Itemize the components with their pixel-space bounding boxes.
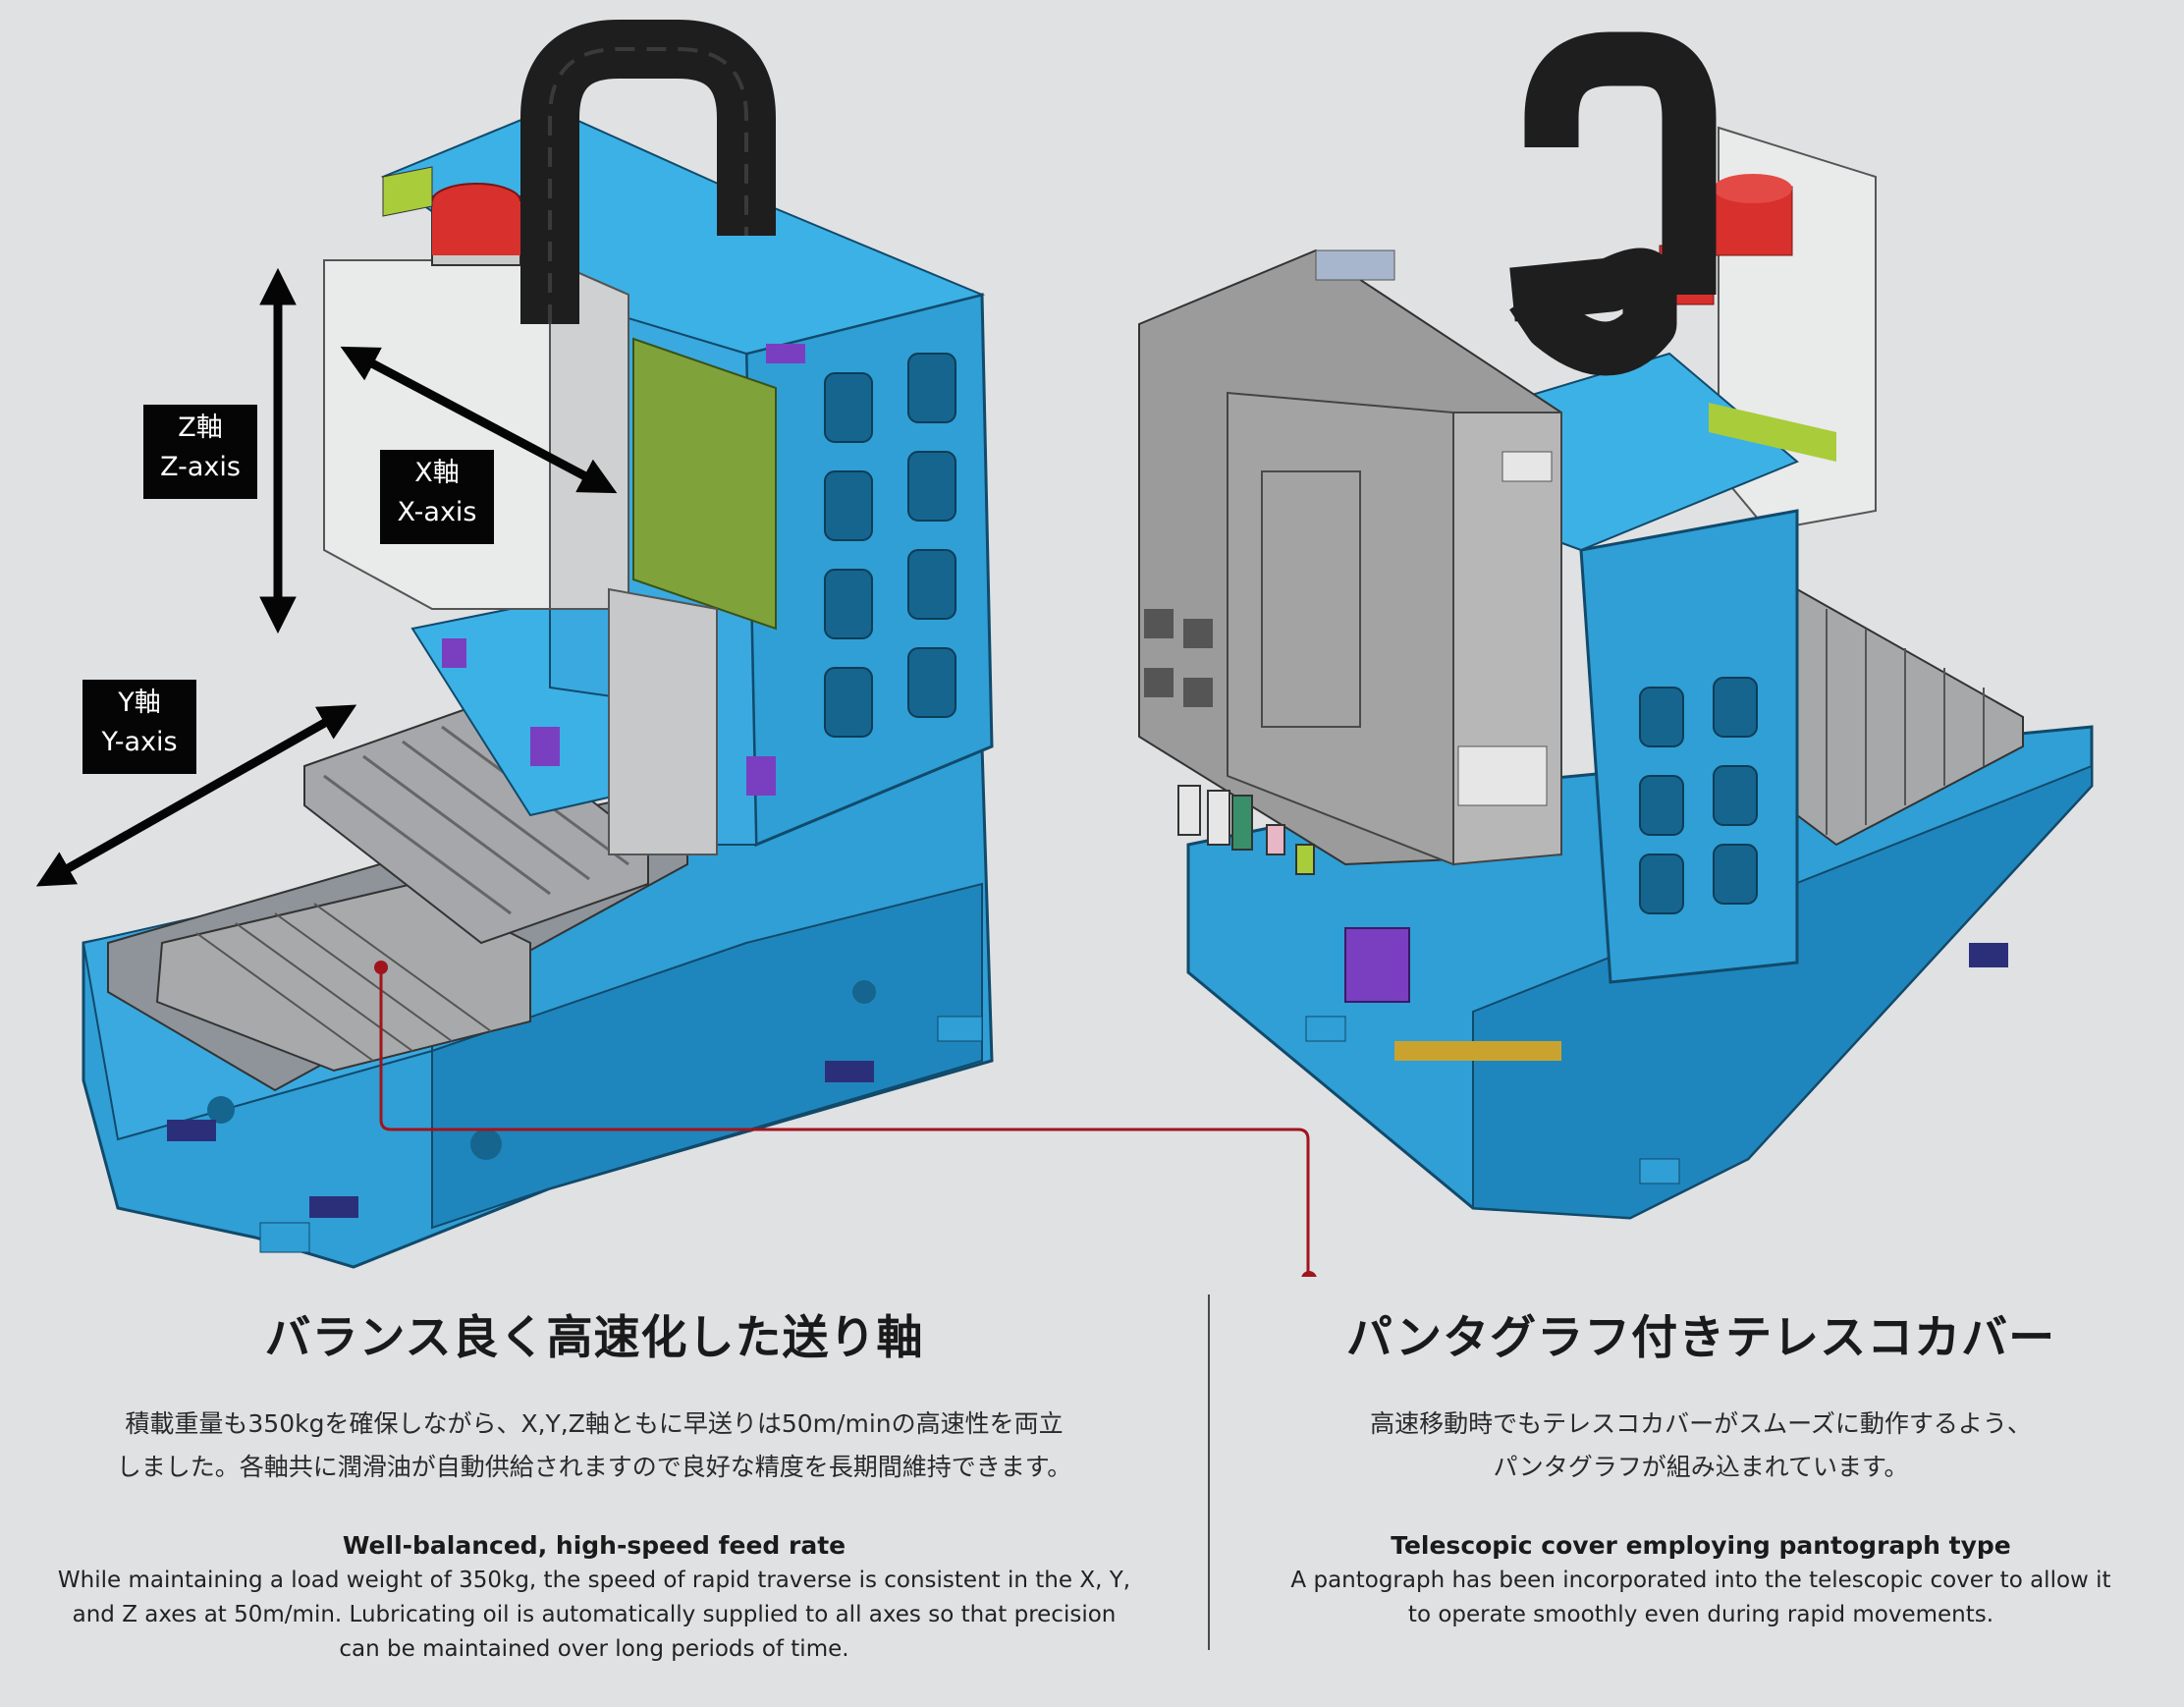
x-axis-label-jp: X軸 bbox=[414, 458, 460, 488]
column-divider bbox=[1208, 1294, 1210, 1650]
left-machine-render bbox=[82, 20, 994, 1269]
feed-axis-body-jp: 積載重量も350kgを確保しながら、X,Y,Z軸ともに早送りは50m/minの高… bbox=[0, 1403, 1188, 1489]
z-axis-label-jp: Z軸 bbox=[178, 413, 223, 443]
telescopic-cover-body-en: A pantograph has been incorporated into … bbox=[1218, 1564, 2184, 1632]
y-axis-label-en: Y-axis bbox=[101, 727, 178, 757]
feed-axis-section: バランス良く高速化した送り軸 積載重量も350kgを確保しながら、X,Y,Z軸と… bbox=[0, 1294, 1188, 1667]
x-axis-label: X軸 X-axis bbox=[380, 450, 494, 544]
feed-axis-body-jp-line: しました。各軸共に潤滑油が自動供給されますので良好な精度を長期間維持できます。 bbox=[116, 1453, 1072, 1481]
telescopic-cover-body-jp-line: パンタグラフが組み込まれています。 bbox=[1493, 1453, 1909, 1481]
telescopic-cover-body-en-line: A pantograph has been incorporated into … bbox=[1290, 1568, 2111, 1593]
y-axis-arrow bbox=[35, 704, 357, 887]
feed-axis-body-en-line: and Z axes at 50m/min. Lubricating oil i… bbox=[72, 1602, 1117, 1627]
telescopic-cover-heading-jp: パンタグラフ付きテレスコカバー bbox=[1345, 1311, 2056, 1365]
feed-axis-body-en: While maintaining a load weight of 350kg… bbox=[0, 1564, 1188, 1667]
feed-axis-heading-en: Well-balanced, high-speed feed rate bbox=[342, 1531, 846, 1560]
y-axis-label-jp: Y軸 bbox=[118, 688, 161, 718]
feed-axis-body-en-line: can be maintained over long periods of t… bbox=[339, 1636, 849, 1662]
y-axis-label: Y軸 Y-axis bbox=[82, 680, 196, 774]
x-axis-label-en: X-axis bbox=[397, 497, 477, 527]
x-axis-arrow bbox=[340, 346, 618, 494]
telescopic-cover-heading-en: Telescopic cover employing pantograph ty… bbox=[1391, 1531, 2011, 1560]
telescopic-cover-body-jp-line: 高速移動時でもテレスコカバーがスムーズに動作するよう、 bbox=[1370, 1409, 2032, 1438]
z-axis-label: Z軸 Z-axis bbox=[143, 405, 257, 499]
z-axis-label-en: Z-axis bbox=[160, 452, 241, 482]
telescopic-cover-body-jp: 高速移動時でもテレスコカバーがスムーズに動作するよう、 パンタグラフが組み込まれ… bbox=[1218, 1403, 2184, 1489]
telescopic-cover-section: パンタグラフ付きテレスコカバー 高速移動時でもテレスコカバーがスムーズに動作する… bbox=[1218, 1294, 2184, 1632]
feed-axis-heading-jp: バランス良く高速化した送り軸 bbox=[264, 1311, 924, 1365]
feed-axis-body-en-line: While maintaining a load weight of 350kg… bbox=[57, 1568, 1131, 1593]
telescopic-cover-body-en-line: to operate smoothly even during rapid mo… bbox=[1407, 1602, 1994, 1627]
callout-leader-line bbox=[374, 961, 1317, 1277]
machine-illustrations bbox=[35, 20, 2094, 1277]
right-machine-render bbox=[1138, 31, 2094, 1220]
feed-axis-body-jp-line: 積載重量も350kgを確保しながら、X,Y,Z軸ともに早送りは50m/minの高… bbox=[125, 1409, 1064, 1438]
